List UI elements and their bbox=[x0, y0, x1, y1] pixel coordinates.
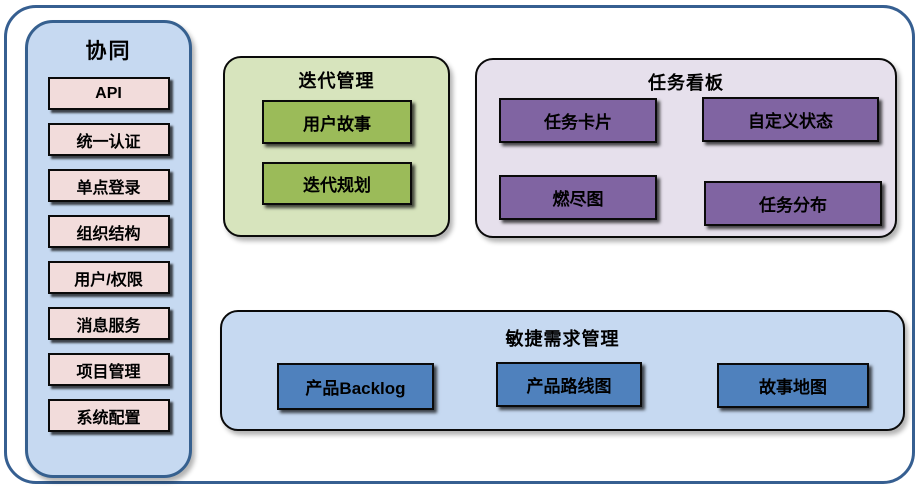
sidebar-collaboration-group: 协同 API 统一认证 单点登录 组织结构 用户/权限 消息服务 项目管理 系统… bbox=[25, 20, 192, 478]
group-agile-requirements: 敏捷需求管理 产品Backlog 产品路线图 故事地图 bbox=[220, 310, 905, 431]
sidebar-title: 协同 bbox=[85, 40, 132, 63]
sidebar-item-sso: 单点登录 bbox=[47, 169, 170, 202]
sidebar-item-user-permission: 用户/权限 bbox=[47, 261, 170, 294]
sidebar-item-api: API bbox=[47, 77, 170, 110]
box-user-story: 用户故事 bbox=[262, 100, 412, 144]
group-iteration-management: 迭代管理 用户故事 迭代规划 bbox=[223, 56, 450, 237]
box-burndown-chart: 燃尽图 bbox=[499, 175, 657, 220]
box-product-roadmap: 产品路线图 bbox=[496, 362, 642, 407]
box-custom-status: 自定义状态 bbox=[702, 97, 879, 142]
group-iteration-title: 迭代管理 bbox=[298, 71, 375, 91]
sidebar-item-message-service: 消息服务 bbox=[47, 307, 170, 340]
sidebar-item-unified-auth: 统一认证 bbox=[47, 123, 170, 156]
box-task-card: 任务卡片 bbox=[499, 98, 657, 143]
sidebar-item-list: API 统一认证 单点登录 组织结构 用户/权限 消息服务 项目管理 系统配置 bbox=[47, 77, 170, 432]
group-agile-title: 敏捷需求管理 bbox=[505, 329, 620, 349]
box-story-map: 故事地图 bbox=[717, 363, 869, 408]
sidebar-item-org-structure: 组织结构 bbox=[47, 215, 170, 248]
group-task-board: 任务看板 任务卡片 自定义状态 燃尽图 任务分布 bbox=[475, 58, 897, 238]
box-product-backlog: 产品Backlog bbox=[277, 363, 434, 410]
sidebar-item-system-config: 系统配置 bbox=[47, 399, 170, 432]
outer-frame: 协同 API 统一认证 单点登录 组织结构 用户/权限 消息服务 项目管理 系统… bbox=[4, 5, 915, 484]
box-task-distribution: 任务分布 bbox=[704, 181, 882, 226]
group-taskboard-title: 任务看板 bbox=[648, 73, 724, 93]
box-iteration-planning: 迭代规划 bbox=[262, 162, 412, 205]
sidebar-item-project-management: 项目管理 bbox=[47, 353, 170, 386]
